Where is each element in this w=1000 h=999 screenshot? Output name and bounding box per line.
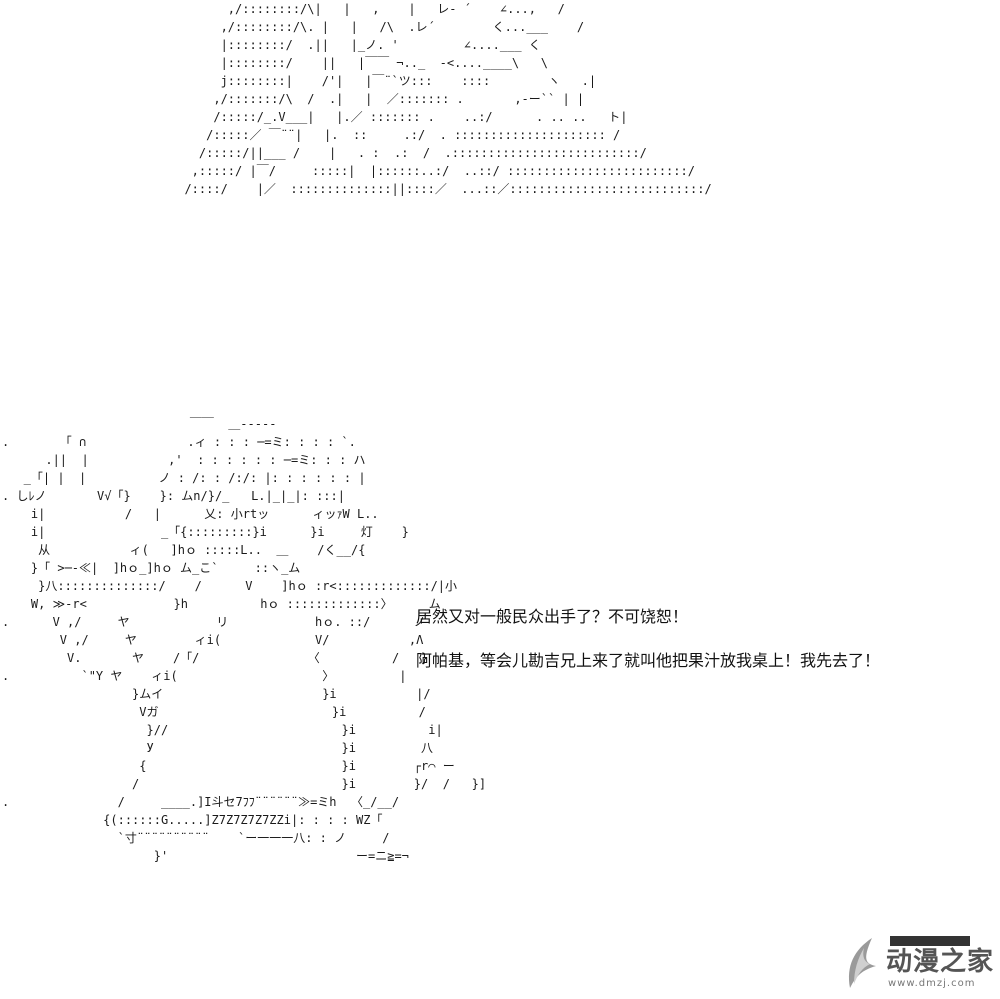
ascii-art-bottom: ￣￣ ＿----- . 「 ∩ .ィ : : : ─=ミ: : : : `. .… [2,417,487,863]
logo-bar [890,936,970,946]
site-watermark: 动漫之家 www.dmzj.com [842,934,995,992]
logo-title: 动漫之家 [886,947,995,977]
dialogue-line-2: 阿帕基，等会儿勘吉兄上来了就叫他把果汁放我桌上！我先去了！ [416,651,881,670]
logo-url: www.dmzj.com [888,978,976,989]
ascii-art-top: ,/::::::::/\| | , | レ‐ ´ ∠..., / ,/:::::… [184,2,712,196]
leaf-logo-icon [848,938,876,988]
dialogue-line-1: 居然又对一般民众出手了？不可饶恕！ [416,607,689,626]
